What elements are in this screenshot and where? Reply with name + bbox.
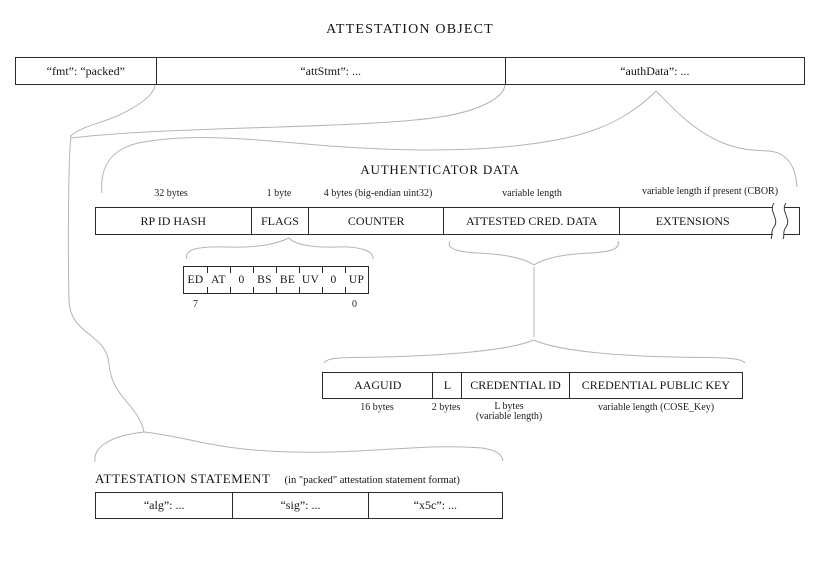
x5c-cell: “x5c”: ... [367, 493, 502, 518]
sig-cell: “sig”: ... [232, 493, 367, 518]
credential-public-key-cell: CREDENTIAL PUBLIC KEY [568, 373, 742, 398]
credential-id-size-line1: L bytes [494, 401, 524, 412]
length-cell: L [432, 373, 461, 398]
flag-bit-at: AT [207, 267, 230, 293]
attested-cred-data-cell: ATTESTED CRED. DATA [442, 208, 619, 234]
attestation-statement-heading: ATTESTATION STATEMENT (in "packed" attes… [95, 471, 460, 487]
rp-id-hash-cell: RP ID HASH [140, 213, 207, 228]
flag-bit-ed: ED [187, 274, 204, 286]
attested-cred-data-lower-brace [323, 339, 746, 364]
attested-cred-data-size-label: variable length [502, 188, 562, 199]
flag-bit-rfu: 0 [230, 267, 253, 293]
credential-public-key-size-label: variable length (COSE_Key) [597, 402, 715, 413]
attstmt-connector-down [67, 134, 145, 433]
authenticator-data-heading: AUTHENTICATOR DATA [360, 162, 520, 177]
flags-brace [186, 237, 374, 260]
rp-id-hash-size-label: 32 bytes [154, 188, 188, 199]
attestation-statement-title: ATTESTATION STATEMENT [95, 471, 271, 486]
extensions-cell: EXTENSIONS [619, 208, 799, 234]
flag-bit-up: UP [345, 267, 368, 293]
flags-size-label: 1 byte [266, 188, 292, 199]
attestation-statement-brace [94, 431, 504, 463]
flag-bit-be: BE [276, 267, 299, 293]
attstmt-cell: “attStmt”: ... [155, 58, 505, 84]
flags-lsb-index: 0 [352, 299, 357, 310]
aaguid-cell: AAGUID [354, 378, 402, 392]
aaguid-size-label: 16 bytes [360, 402, 394, 413]
attestation-statement-row: “alg”: ... “sig”: ... “x5c”: ... [95, 492, 503, 519]
attested-credential-data-row: AAGUID L CREDENTIAL ID CREDENTIAL PUBLIC… [322, 372, 743, 399]
flags-cell: FLAGS [250, 208, 309, 234]
fmt-cell: “fmt”: “packed” [46, 63, 125, 78]
attested-cred-data-upper-brace [448, 240, 619, 266]
attstmt-connector-right [70, 84, 506, 139]
attestation-statement-format-note: (in "packed" attestation statement forma… [284, 475, 460, 486]
credential-id-size-label: L bytes (variable length) [476, 402, 542, 422]
flag-bit-rfu2: 0 [322, 267, 345, 293]
flag-bit-uv: UV [299, 267, 322, 293]
counter-cell: COUNTER [308, 208, 443, 234]
extensions-size-label: variable length if present (CBOR) [641, 186, 779, 197]
counter-size-label: 4 bytes (big-endian uint32) [323, 188, 433, 199]
length-size-label: 2 bytes [431, 402, 461, 413]
attstmt-connector-left [70, 84, 156, 137]
flags-bit-field: ED AT 0 BS BE UV 0 UP [183, 266, 369, 294]
attestation-object-row: “fmt”: “packed” “attStmt”: ... “authData… [15, 57, 805, 85]
credential-id-size-line2: (variable length) [475, 411, 543, 422]
authenticator-data-row: RP ID HASH FLAGS COUNTER ATTESTED CRED. … [95, 207, 800, 235]
alg-cell: “alg”: ... [143, 498, 185, 512]
authdata-cell: “authData”: ... [504, 58, 804, 84]
credential-id-cell: CREDENTIAL ID [461, 373, 568, 398]
flag-bit-bs: BS [253, 267, 276, 293]
diagram-title: ATTESTATION OBJECT [326, 22, 494, 37]
flags-msb-index: 7 [193, 299, 198, 310]
